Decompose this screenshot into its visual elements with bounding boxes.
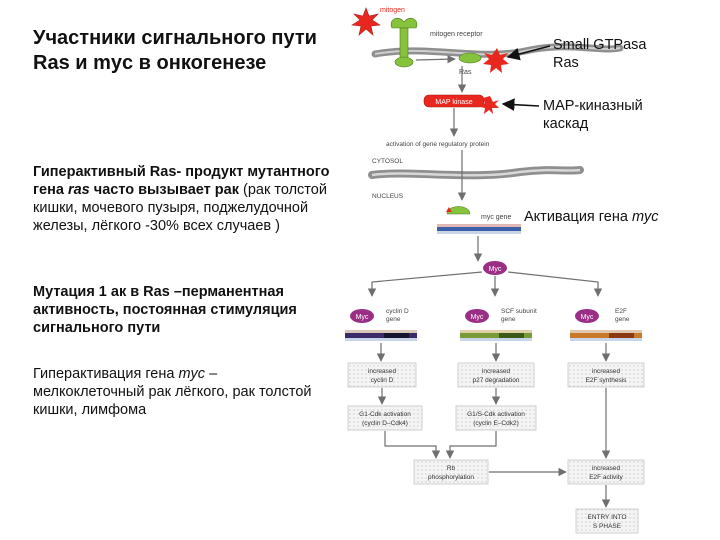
myc-activation-callout: Активация гена myc: [524, 208, 659, 226]
ras-gene-italic: ras: [67, 182, 90, 198]
box-e2f-synthesis: [567, 362, 645, 388]
ras-statement-bold-end: часто вызывает рак: [89, 182, 239, 198]
e2f-gene-label-2: gene: [615, 316, 630, 323]
mitogen-receptor-label: mitogen receptor: [430, 31, 483, 38]
cyclin-d-gene-icon: [345, 309, 417, 341]
myc-gene-italic: myc: [178, 366, 206, 382]
box-entry-text-2: S PHASE: [593, 523, 622, 530]
scf-gene-icon: [460, 309, 532, 341]
mapk-callout-line2: каскад: [543, 116, 589, 132]
cytosol-label: CYTOSOL: [372, 158, 403, 165]
box-g1s-cdk-activation: [455, 405, 537, 431]
activation-label: activation of gene regulatory protein: [386, 141, 490, 148]
box-p27-text-2: p27 degradation: [473, 377, 520, 384]
map-kinase-label: MAP kinase: [435, 99, 472, 106]
nucleus-label: NUCLEUS: [372, 193, 404, 200]
map-kinase-icon: [423, 94, 499, 114]
myc-callout-italic: myc: [631, 209, 659, 225]
box-cyclin-text-2: cyclin D: [371, 377, 394, 384]
box-p27-text-1: increased: [482, 368, 511, 375]
box-e2f-text-2: E2F synthesis: [586, 377, 628, 384]
box-g1scdk-text-1: G1/S-Cdk activation: [467, 411, 525, 418]
ras-cancer-paragraph: Гиперактивный Ras- продукт мутантного ге…: [33, 163, 343, 235]
myc-paragraph: Гиперактивация гена myc – мелкоклеточный…: [33, 365, 323, 419]
myc-protein-icon: [483, 261, 507, 275]
box-cyclin-text-1: increased: [368, 368, 397, 375]
nuclear-envelope: [368, 166, 584, 180]
mitogen-icon: [351, 7, 381, 36]
receptor-to-ras-arrow: [415, 54, 456, 64]
myc-gene-label: myc gene: [481, 214, 511, 221]
myc-protein-label: Myc: [489, 266, 502, 273]
box-e2fact-text-2: E2F activity: [589, 474, 623, 481]
e2f-gene-icon: [570, 309, 642, 341]
scf-gene-label-2: gene: [501, 316, 516, 323]
box-g1cdk-text-1: G1-Cdk activation: [359, 411, 411, 418]
gtpase-pointer-arrow: [506, 45, 551, 61]
ras-mutation-paragraph: Мутация 1 ак в Ras –перманентная активно…: [33, 284, 297, 336]
mapk-callout: MAP-киназный каскад: [543, 97, 643, 133]
gtpase-callout: Small GTPasa Ras: [553, 36, 646, 72]
box-g1cdk-text-2: (cyclin D–Cdk4): [362, 420, 408, 427]
mapk-pointer-arrow: [501, 98, 540, 112]
g1cdk-to-rb-arrow: [384, 431, 441, 459]
scf-myc-label: Myc: [471, 314, 484, 321]
box-g1-cdk-activation: [347, 405, 423, 431]
cyclin-d-gene-label-1: cyclin D: [386, 308, 409, 315]
cyclin-myc-label: Myc: [356, 314, 369, 321]
e2f-gene-label-1: E2F: [615, 308, 627, 315]
gtpase-callout-line2: Ras: [553, 55, 579, 71]
box-p27-degradation: [457, 362, 535, 388]
box-increased-cyclin: [347, 362, 417, 388]
myc-text-b: – мелкоклеточный рак лёгкого, рак толсто…: [33, 366, 312, 418]
myc-to-cyclin-branch: [367, 271, 483, 297]
box-e2f-activity: [567, 459, 645, 485]
ras-statement-bold: Гиперактивный Ras- продукт мутантного ге…: [33, 164, 330, 198]
plasma-membrane: [371, 43, 624, 58]
cyclin-d-gene-label-2: gene: [386, 316, 401, 323]
slide-title: Участники сигнального пути Ras и myc в о…: [33, 27, 317, 74]
box-e2f-text-1: increased: [592, 368, 621, 375]
box-entry-text-1: ENTRY INTO: [587, 514, 626, 521]
mitogen-label: mitogen: [380, 7, 405, 14]
box-rb-phosphorylation: [413, 459, 489, 485]
receptor-icon: [390, 17, 418, 68]
e2f-myc-label: Myc: [581, 314, 594, 321]
box-rb-text-1: Rb: [447, 465, 456, 472]
mapk-callout-line1: MAP-киназный: [543, 98, 643, 114]
ras-icon: [458, 48, 509, 73]
box-g1scdk-text-2: (cyclin E–Cdk2): [473, 420, 519, 427]
scf-gene-label-1: SCF subunit: [501, 308, 537, 315]
box-rb-text-2: phosphorylation: [428, 474, 474, 481]
gtpase-callout-line1: Small GTPasa: [553, 37, 647, 53]
ras-cancer-list: (рак толстой кишки, мочевого пузыря, под…: [33, 182, 327, 234]
g1scdk-to-rb-arrow: [445, 431, 497, 459]
myc-callout-prefix: Активация гена: [524, 209, 632, 225]
box-e2fact-text-1: increased: [592, 465, 621, 472]
box-entry-s-phase: [575, 508, 639, 534]
ras-label: Ras: [459, 69, 472, 76]
myc-gene-icon: [437, 206, 521, 234]
myc-to-e2f-branch: [507, 271, 603, 297]
myc-text-a: Гиперактивация гена: [33, 366, 179, 382]
